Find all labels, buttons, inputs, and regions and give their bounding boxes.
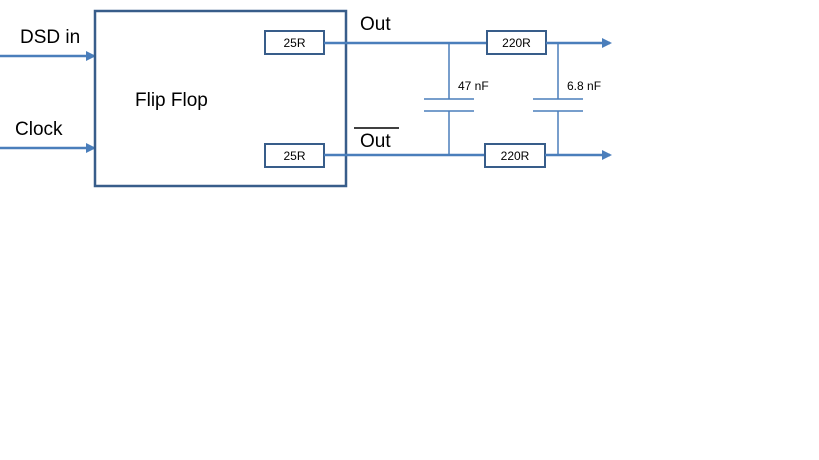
cap1-label: 47 nF: [458, 79, 489, 93]
flip-flop-block: [93, 9, 348, 188]
resistor-out-top-label: 25R: [283, 36, 305, 50]
resistor-series-bottom-label: 220R: [501, 149, 530, 163]
out-bar-label: Out: [360, 131, 391, 152]
cap2-label: 6.8 nF: [567, 79, 601, 93]
resistor-out-bottom-label: 25R: [283, 149, 305, 163]
dsd-in-label: DSD in: [20, 27, 80, 48]
flip-flop-label: Flip Flop: [135, 90, 208, 111]
resistor-series-top-label: 220R: [502, 36, 531, 50]
clock-label: Clock: [15, 119, 63, 140]
out-label: Out: [360, 14, 391, 35]
